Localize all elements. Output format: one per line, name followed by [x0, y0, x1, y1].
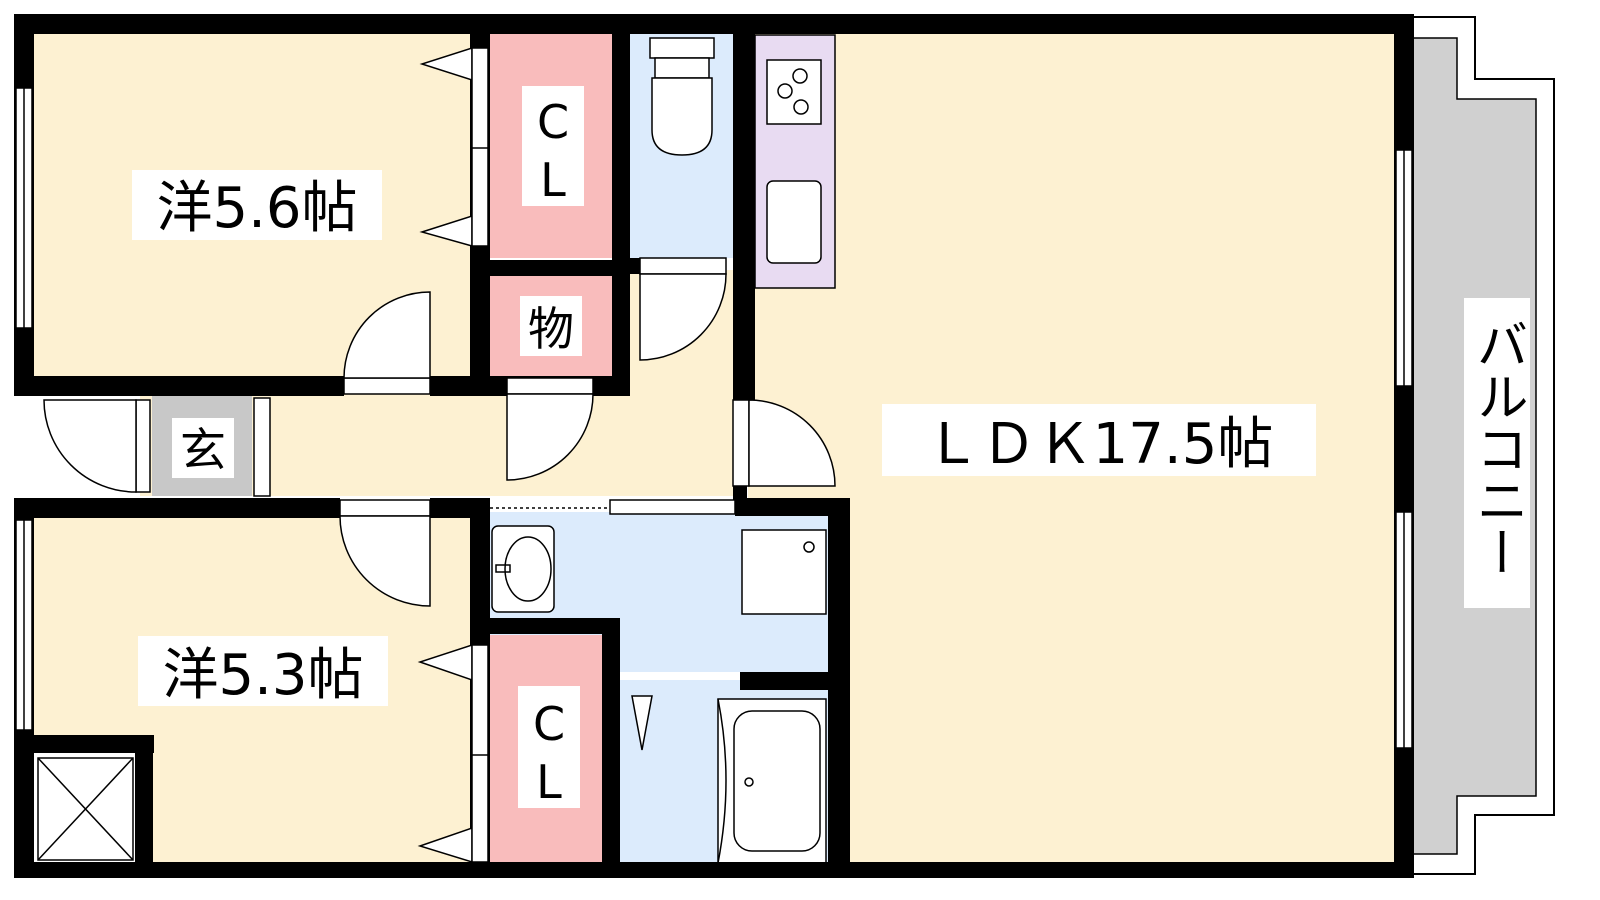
- windows: [15, 87, 1413, 749]
- label-bg-closet-bottom: [518, 686, 580, 808]
- washing-machine-icon: [741, 529, 827, 615]
- label-bg-ldk: [882, 404, 1316, 476]
- labels: 洋5.6帖 洋5.3帖 ＬＤＫ17.5帖 C L C L 物 玄 バルコニー: [132, 86, 1530, 809]
- label-bg-closet-top: [522, 86, 584, 206]
- door-western-top: [343, 291, 431, 395]
- door-ldk: [732, 399, 836, 487]
- door-entrance: [43, 399, 151, 493]
- room-label-closet-top-l: L: [540, 153, 566, 207]
- toilet-icon: [649, 37, 715, 156]
- room-label-closet-bottom-l: L: [536, 755, 562, 809]
- wash-basin-icon: [491, 525, 555, 613]
- label-bg-balcony: [1464, 298, 1530, 608]
- doors: [43, 257, 836, 607]
- door-toilet: [639, 257, 727, 361]
- room-label-storage: 物: [528, 302, 574, 356]
- room-label-closet-top-c: C: [537, 95, 569, 149]
- room-label-ldk: ＬＤＫ17.5帖: [925, 412, 1274, 477]
- label-bg-storage: [520, 296, 582, 356]
- ps-box: [30, 753, 135, 865]
- fixtures: [37, 37, 827, 864]
- door-storage: [506, 377, 594, 481]
- pipe-shaft-icon: [37, 757, 134, 861]
- bathtub-icon: [717, 698, 827, 864]
- room-label-western-top: 洋5.6帖: [156, 176, 357, 241]
- label-bg-entrance: [172, 418, 234, 478]
- door-western-bottom: [339, 499, 431, 607]
- room-label-western-bottom: 洋5.3帖: [162, 643, 363, 708]
- room-label-entrance: 玄: [180, 423, 226, 477]
- washroom-sliding-door: [609, 499, 736, 515]
- closet-doors: [417, 46, 489, 864]
- stove-icon: [766, 59, 822, 125]
- entrance-step: [253, 397, 271, 497]
- kitchen-sink-icon: [766, 180, 822, 264]
- label-bg-western-top: [132, 170, 382, 240]
- room-label-balcony: バルコニー: [1467, 318, 1527, 578]
- label-bg-western-bottom: [138, 636, 388, 706]
- bath-door-mark: [631, 695, 653, 751]
- room-label-closet-bottom-c: C: [533, 697, 565, 751]
